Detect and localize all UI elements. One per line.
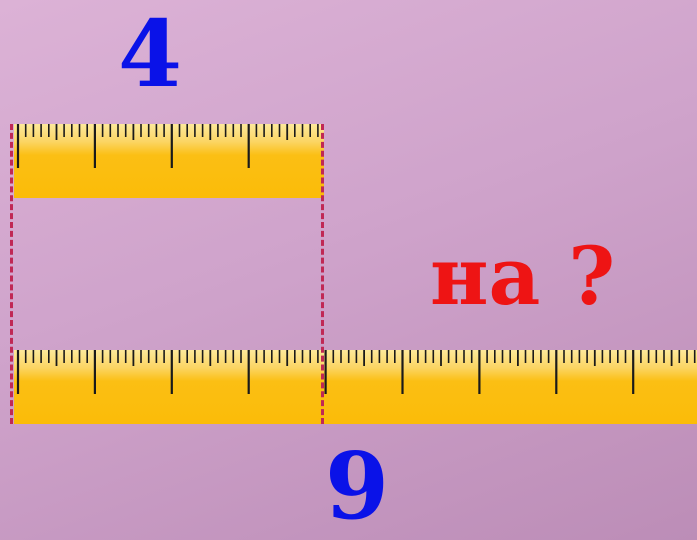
left-guide-dashed-line [10,124,13,424]
short-ruler-ticks [16,124,319,168]
long-length-label: 9 [325,432,390,540]
right-guide-dashed-line [321,124,324,424]
short-length-label: 4 [118,0,183,108]
short-ruler [14,124,324,198]
question-label: на ? [430,229,616,323]
long-ruler-ticks [16,350,696,394]
long-ruler [14,350,697,424]
